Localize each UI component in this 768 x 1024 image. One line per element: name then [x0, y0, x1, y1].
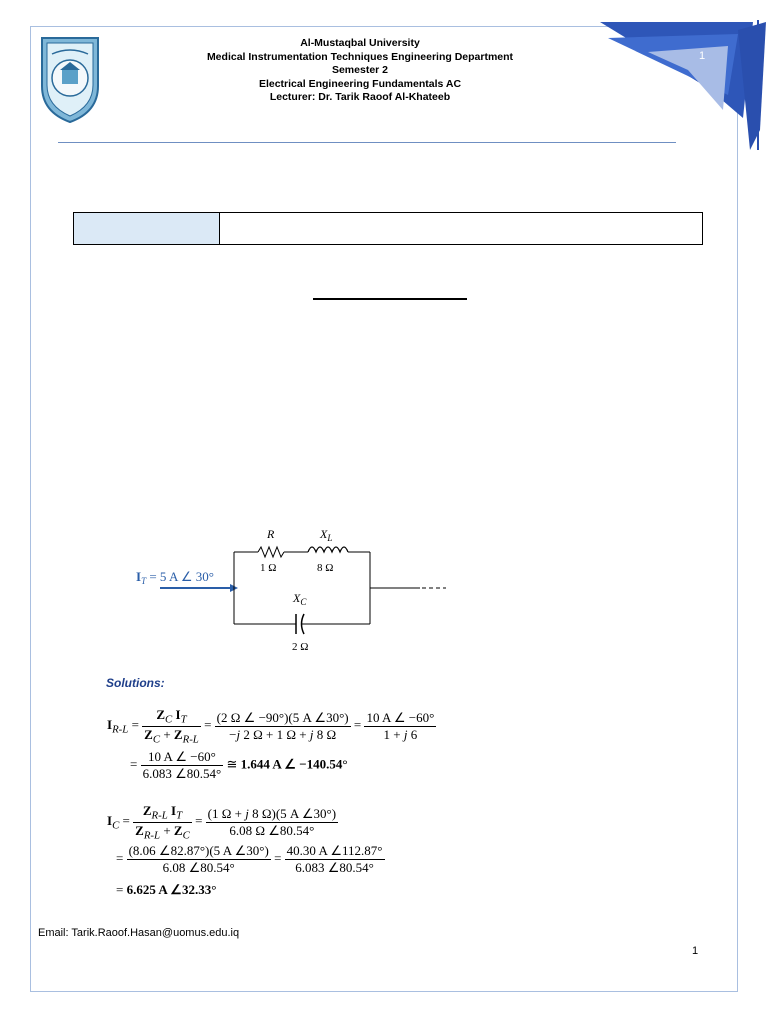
university-name: Al-Mustaqbal University: [300, 37, 420, 49]
course-name: Electrical Engineering Fundamentals AC: [258, 77, 462, 90]
info-table-label-cell: [74, 213, 220, 244]
equation-ic-line2: = (8.06 ∠82.87°)(5 A ∠30°)6.08 ∠80.54° =…: [116, 843, 385, 875]
header-divider: [58, 142, 676, 143]
capacitor-value: 2 Ω: [292, 641, 308, 653]
resistor-value: 1 Ω: [260, 562, 276, 574]
capacitor-label: XC: [292, 591, 307, 607]
page-number-top: 1: [698, 50, 706, 62]
inductor-label: XL: [319, 527, 332, 543]
info-table-value-cell: [220, 213, 702, 244]
corner-decoration: [600, 20, 766, 150]
department-name: Medical Instrumentation Techniques Engin…: [206, 50, 514, 63]
title-underline: [313, 298, 467, 300]
resistor-label: R: [266, 527, 275, 541]
solutions-heading: Solutions:: [106, 676, 165, 690]
circuit-diagram: IT = 5 A ∠ 30° R 1 Ω XL 8 Ω XC 2 Ω: [136, 527, 446, 653]
page-number-bottom: 1: [692, 945, 699, 957]
equation-ic-result: = 6.625 A ∠32.33°: [116, 882, 217, 897]
university-logo: [41, 37, 99, 124]
inductor-value: 8 Ω: [317, 562, 333, 574]
page-border: [30, 26, 738, 992]
lecturer-name: Lecturer: Dr. Tarik Raoof Al-Khateeb: [269, 91, 451, 103]
document-header: Al-Mustaqbal University Medical Instrume…: [150, 37, 570, 105]
source-current-label: IT = 5 A ∠ 30°: [136, 569, 214, 586]
author-email: Email: Tarik.Raoof.Hasan@uomus.edu.iq: [38, 927, 240, 939]
equation-irl-line2: = 10 A ∠ −60°6.083 ∠80.54° ≅ 1.644 A ∠ −…: [130, 749, 348, 781]
info-table: [73, 212, 703, 245]
semester: Semester 2: [331, 64, 389, 76]
